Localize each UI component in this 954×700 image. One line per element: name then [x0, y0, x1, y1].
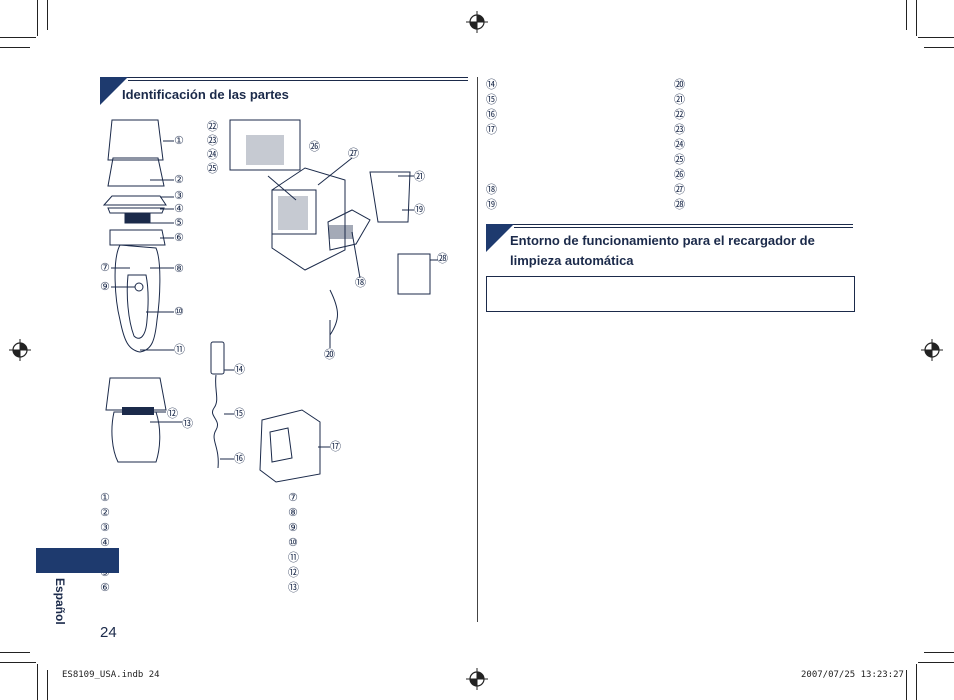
footer-datetime: 2007/07/25 13:23:27 [801, 670, 904, 680]
callout-4: ④ [174, 202, 184, 215]
footer-file: ES8109_USA.indb 24 [62, 670, 160, 680]
list-item: ⑭ [486, 78, 497, 91]
crop-mark [0, 37, 36, 38]
language-tab [36, 548, 119, 573]
list-item: ⑦ [288, 491, 298, 504]
crop-mark [918, 662, 954, 663]
crop-mark [906, 0, 907, 30]
crop-mark [47, 0, 48, 30]
section-rule [128, 80, 468, 81]
page-number: 24 [100, 624, 117, 641]
list-item: ③ [100, 521, 110, 534]
callout-25: ㉕ [207, 162, 218, 175]
callout-19: ⑲ [414, 203, 425, 216]
content-box [486, 276, 855, 312]
list-item: ④ [100, 536, 110, 549]
section-rule [100, 77, 468, 78]
list-item: ⑯ [486, 108, 497, 121]
list-item [486, 167, 497, 182]
callout-8: ⑧ [174, 262, 184, 275]
parts-list-right-b: ⑳ ㉑ ㉒ ㉓ ㉔ ㉕ ㉖ ㉗ ㉘ [674, 77, 685, 212]
list-item: ㉗ [674, 183, 685, 196]
crop-mark [0, 652, 30, 653]
list-item [486, 152, 497, 167]
section-title: Identificación de las partes [122, 87, 289, 102]
crop-mark [0, 47, 30, 48]
parts-list-left-a: ① ② ③ ④ ⑤ ⑥ [100, 490, 110, 595]
parts-list-right-a: ⑭ ⑮ ⑯ ⑰ ⑱ ⑲ [486, 77, 497, 212]
callout-22: ㉒ [207, 120, 218, 133]
registration-mark-icon [9, 339, 31, 361]
list-item: ㉓ [674, 123, 685, 136]
callout-3: ③ [174, 189, 184, 202]
list-item: ⑲ [486, 198, 497, 211]
list-item: ㉒ [674, 108, 685, 121]
callout-7: ⑦ [100, 261, 110, 274]
list-item: ① [100, 491, 110, 504]
crop-mark [37, 664, 38, 700]
callout-11: ⑪ [174, 343, 185, 356]
column-divider [477, 77, 478, 622]
registration-mark-icon [466, 11, 488, 33]
callout-23: ㉓ [207, 134, 218, 147]
callout-10: ⑩ [174, 305, 184, 318]
callout-1: ① [174, 134, 184, 147]
crop-mark [924, 47, 954, 48]
callout-5: ⑤ [174, 216, 184, 229]
callout-24: ㉔ [207, 148, 218, 161]
list-item: ⑰ [486, 123, 497, 136]
list-item: ⑳ [674, 78, 685, 91]
section-title-line2: limpieza automática [510, 253, 634, 268]
list-item: ㉑ [674, 93, 685, 106]
crop-mark [916, 664, 917, 700]
section-marker-triangle [486, 224, 514, 252]
crop-mark [0, 662, 36, 663]
list-item: ⑧ [288, 506, 298, 519]
crop-mark [47, 670, 48, 700]
registration-mark-icon [466, 668, 488, 690]
list-item: ㉕ [674, 153, 685, 166]
list-item: ⑨ [288, 521, 298, 534]
callout-27: ㉗ [348, 147, 359, 160]
list-item: ⑫ [288, 566, 299, 579]
crop-mark [924, 652, 954, 653]
callout-26: ㉖ [309, 140, 320, 153]
list-item: ⑮ [486, 93, 497, 106]
parts-list-left-b: ⑦ ⑧ ⑨ ⑩ ⑪ ⑫ ⑬ [288, 490, 299, 595]
callout-13: ⑬ [182, 417, 193, 430]
list-item: ⑱ [486, 183, 497, 196]
callout-17: ⑰ [330, 440, 341, 453]
callout-6: ⑥ [174, 231, 184, 244]
callout-16: ⑯ [234, 452, 245, 465]
callout-9: ⑨ [100, 280, 110, 293]
list-item: ⑥ [100, 581, 110, 594]
list-item: ㉔ [674, 138, 685, 151]
callout-20: ⑳ [324, 348, 335, 361]
callout-21: ㉑ [414, 170, 425, 183]
language-label: Español [53, 578, 67, 625]
crop-mark [37, 0, 38, 36]
list-item: ② [100, 506, 110, 519]
list-item: ⑩ [288, 536, 298, 549]
section-rule [514, 227, 853, 228]
section-title-line1: Entorno de funcionamiento para el recarg… [510, 233, 815, 248]
crop-mark [916, 0, 917, 36]
callout-2: ② [174, 173, 184, 186]
list-item: ㉘ [674, 198, 685, 211]
section-marker-triangle [100, 77, 128, 105]
callout-28: ㉘ [437, 252, 448, 265]
callout-12: ⑫ [167, 407, 178, 420]
list-item: ㉖ [674, 168, 685, 181]
callout-15: ⑮ [234, 407, 245, 420]
section-rule [486, 224, 853, 225]
crop-mark [918, 37, 954, 38]
callout-18: ⑱ [355, 276, 366, 289]
registration-mark-icon [921, 339, 943, 361]
list-item [486, 137, 497, 152]
list-item: ⑬ [288, 581, 299, 594]
crop-mark [906, 670, 907, 700]
list-item: ⑪ [288, 551, 299, 564]
callout-14: ⑭ [234, 363, 245, 376]
